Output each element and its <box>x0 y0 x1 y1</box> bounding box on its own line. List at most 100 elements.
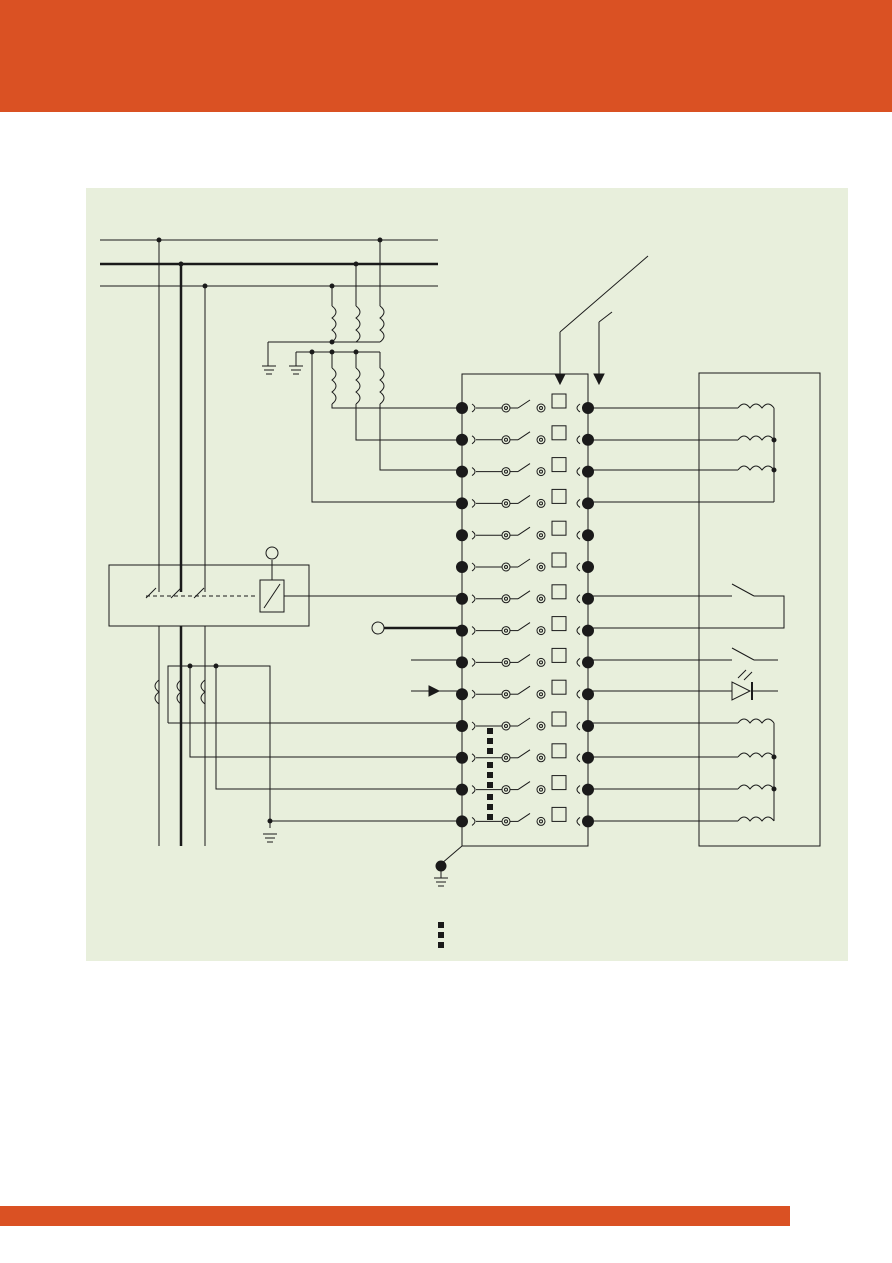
terminal-screw-right <box>582 497 594 510</box>
switch-icon <box>517 653 531 663</box>
test-socket <box>536 657 546 667</box>
test-socket <box>536 721 546 731</box>
test-socket <box>536 594 546 604</box>
terminal-screw-left <box>456 433 468 446</box>
fuse-icon <box>551 679 567 695</box>
test-socket <box>501 498 511 508</box>
test-socket <box>536 816 546 826</box>
ground-icon <box>262 365 276 375</box>
ground-icon <box>263 833 277 843</box>
clamp-left <box>471 657 476 667</box>
fuse-icon <box>551 488 567 504</box>
terminal-row <box>456 393 594 414</box>
test-socket <box>501 467 511 477</box>
switch-icon <box>517 685 531 695</box>
clamp-right <box>576 721 581 731</box>
clamp-left <box>471 435 476 445</box>
terminal-screw-left <box>456 529 468 542</box>
terminal-row <box>456 679 594 701</box>
fuse-icon <box>551 425 567 441</box>
terminal-screw-left <box>456 688 468 701</box>
test-socket <box>536 435 546 445</box>
terminal-row <box>456 584 594 605</box>
clamp-left <box>471 530 476 540</box>
coil-icon <box>176 679 182 705</box>
coil-icon <box>737 784 775 790</box>
coil-icon <box>379 367 385 405</box>
switch-icon <box>517 526 531 536</box>
device-coils-bottom <box>588 718 777 822</box>
terminal-screw-right <box>582 465 594 478</box>
aux-terminal <box>371 621 385 635</box>
terminal-screw-left <box>456 720 468 732</box>
terminal-row <box>456 647 594 669</box>
fuse-icon <box>551 806 567 822</box>
coil-icon <box>737 718 775 724</box>
fuse-icon <box>551 584 567 600</box>
clamp-left <box>471 721 476 731</box>
test-socket <box>501 816 511 826</box>
fuse-icon <box>551 457 567 473</box>
test-socket <box>536 498 546 508</box>
switch-icon <box>731 647 755 661</box>
test-socket <box>501 435 511 445</box>
terminal-row <box>456 457 594 478</box>
terminal-row <box>456 425 594 446</box>
clamp-left <box>471 753 476 763</box>
switch-icon <box>517 590 531 600</box>
terminal-screw-right <box>582 720 594 732</box>
test-socket <box>536 689 546 699</box>
clamp-left <box>471 594 476 604</box>
terminal-row <box>456 616 594 637</box>
test-socket <box>501 785 511 795</box>
fuse-icon <box>551 743 567 759</box>
clamp-right <box>576 594 581 604</box>
clamp-left <box>471 626 476 636</box>
switch-icon <box>517 717 531 727</box>
clamp-right <box>576 816 581 826</box>
terminal-screw-right <box>582 656 594 669</box>
test-socket <box>536 562 546 572</box>
terminal-row <box>456 552 594 573</box>
terminal-screw-right <box>582 688 594 701</box>
terminal-screw-left <box>456 783 468 796</box>
terminal-row <box>456 775 594 796</box>
coil-icon <box>737 816 775 822</box>
coil-icon <box>737 465 775 471</box>
switch-icon <box>517 558 531 568</box>
coil-icon <box>154 679 160 705</box>
switch-icon <box>517 431 531 441</box>
terminal-screw-left <box>456 402 468 414</box>
terminal-screw-left <box>456 497 468 510</box>
clamp-left <box>471 689 476 699</box>
arrow-icon <box>428 685 441 697</box>
test-socket <box>536 467 546 477</box>
terminal-screw-left <box>456 592 468 605</box>
header-band <box>0 0 892 112</box>
terminal-block <box>461 373 589 847</box>
switch-icon <box>517 622 531 632</box>
clamp-right <box>576 467 581 477</box>
wiring-diagram-panel <box>86 188 848 961</box>
clamp-right <box>576 626 581 636</box>
terminal-row <box>456 711 594 732</box>
block-ground <box>434 845 463 887</box>
coil-icon <box>200 679 206 705</box>
terminal-screw-left <box>456 751 468 764</box>
terminal-row <box>456 806 594 828</box>
test-socket <box>501 721 511 731</box>
feeder-drops <box>158 240 206 846</box>
fuse-icon <box>551 711 567 727</box>
coil-icon <box>737 752 775 758</box>
clamp-left <box>471 467 476 477</box>
arrow-icon <box>593 373 605 386</box>
test-socket <box>536 785 546 795</box>
ground-icon <box>289 365 303 375</box>
breaker-box <box>108 546 462 697</box>
coil-icon <box>331 367 337 405</box>
switch-icon <box>517 463 531 473</box>
test-socket <box>501 657 511 667</box>
switch-icon <box>517 494 531 504</box>
device-box <box>698 372 821 847</box>
current-transformers <box>154 663 462 843</box>
